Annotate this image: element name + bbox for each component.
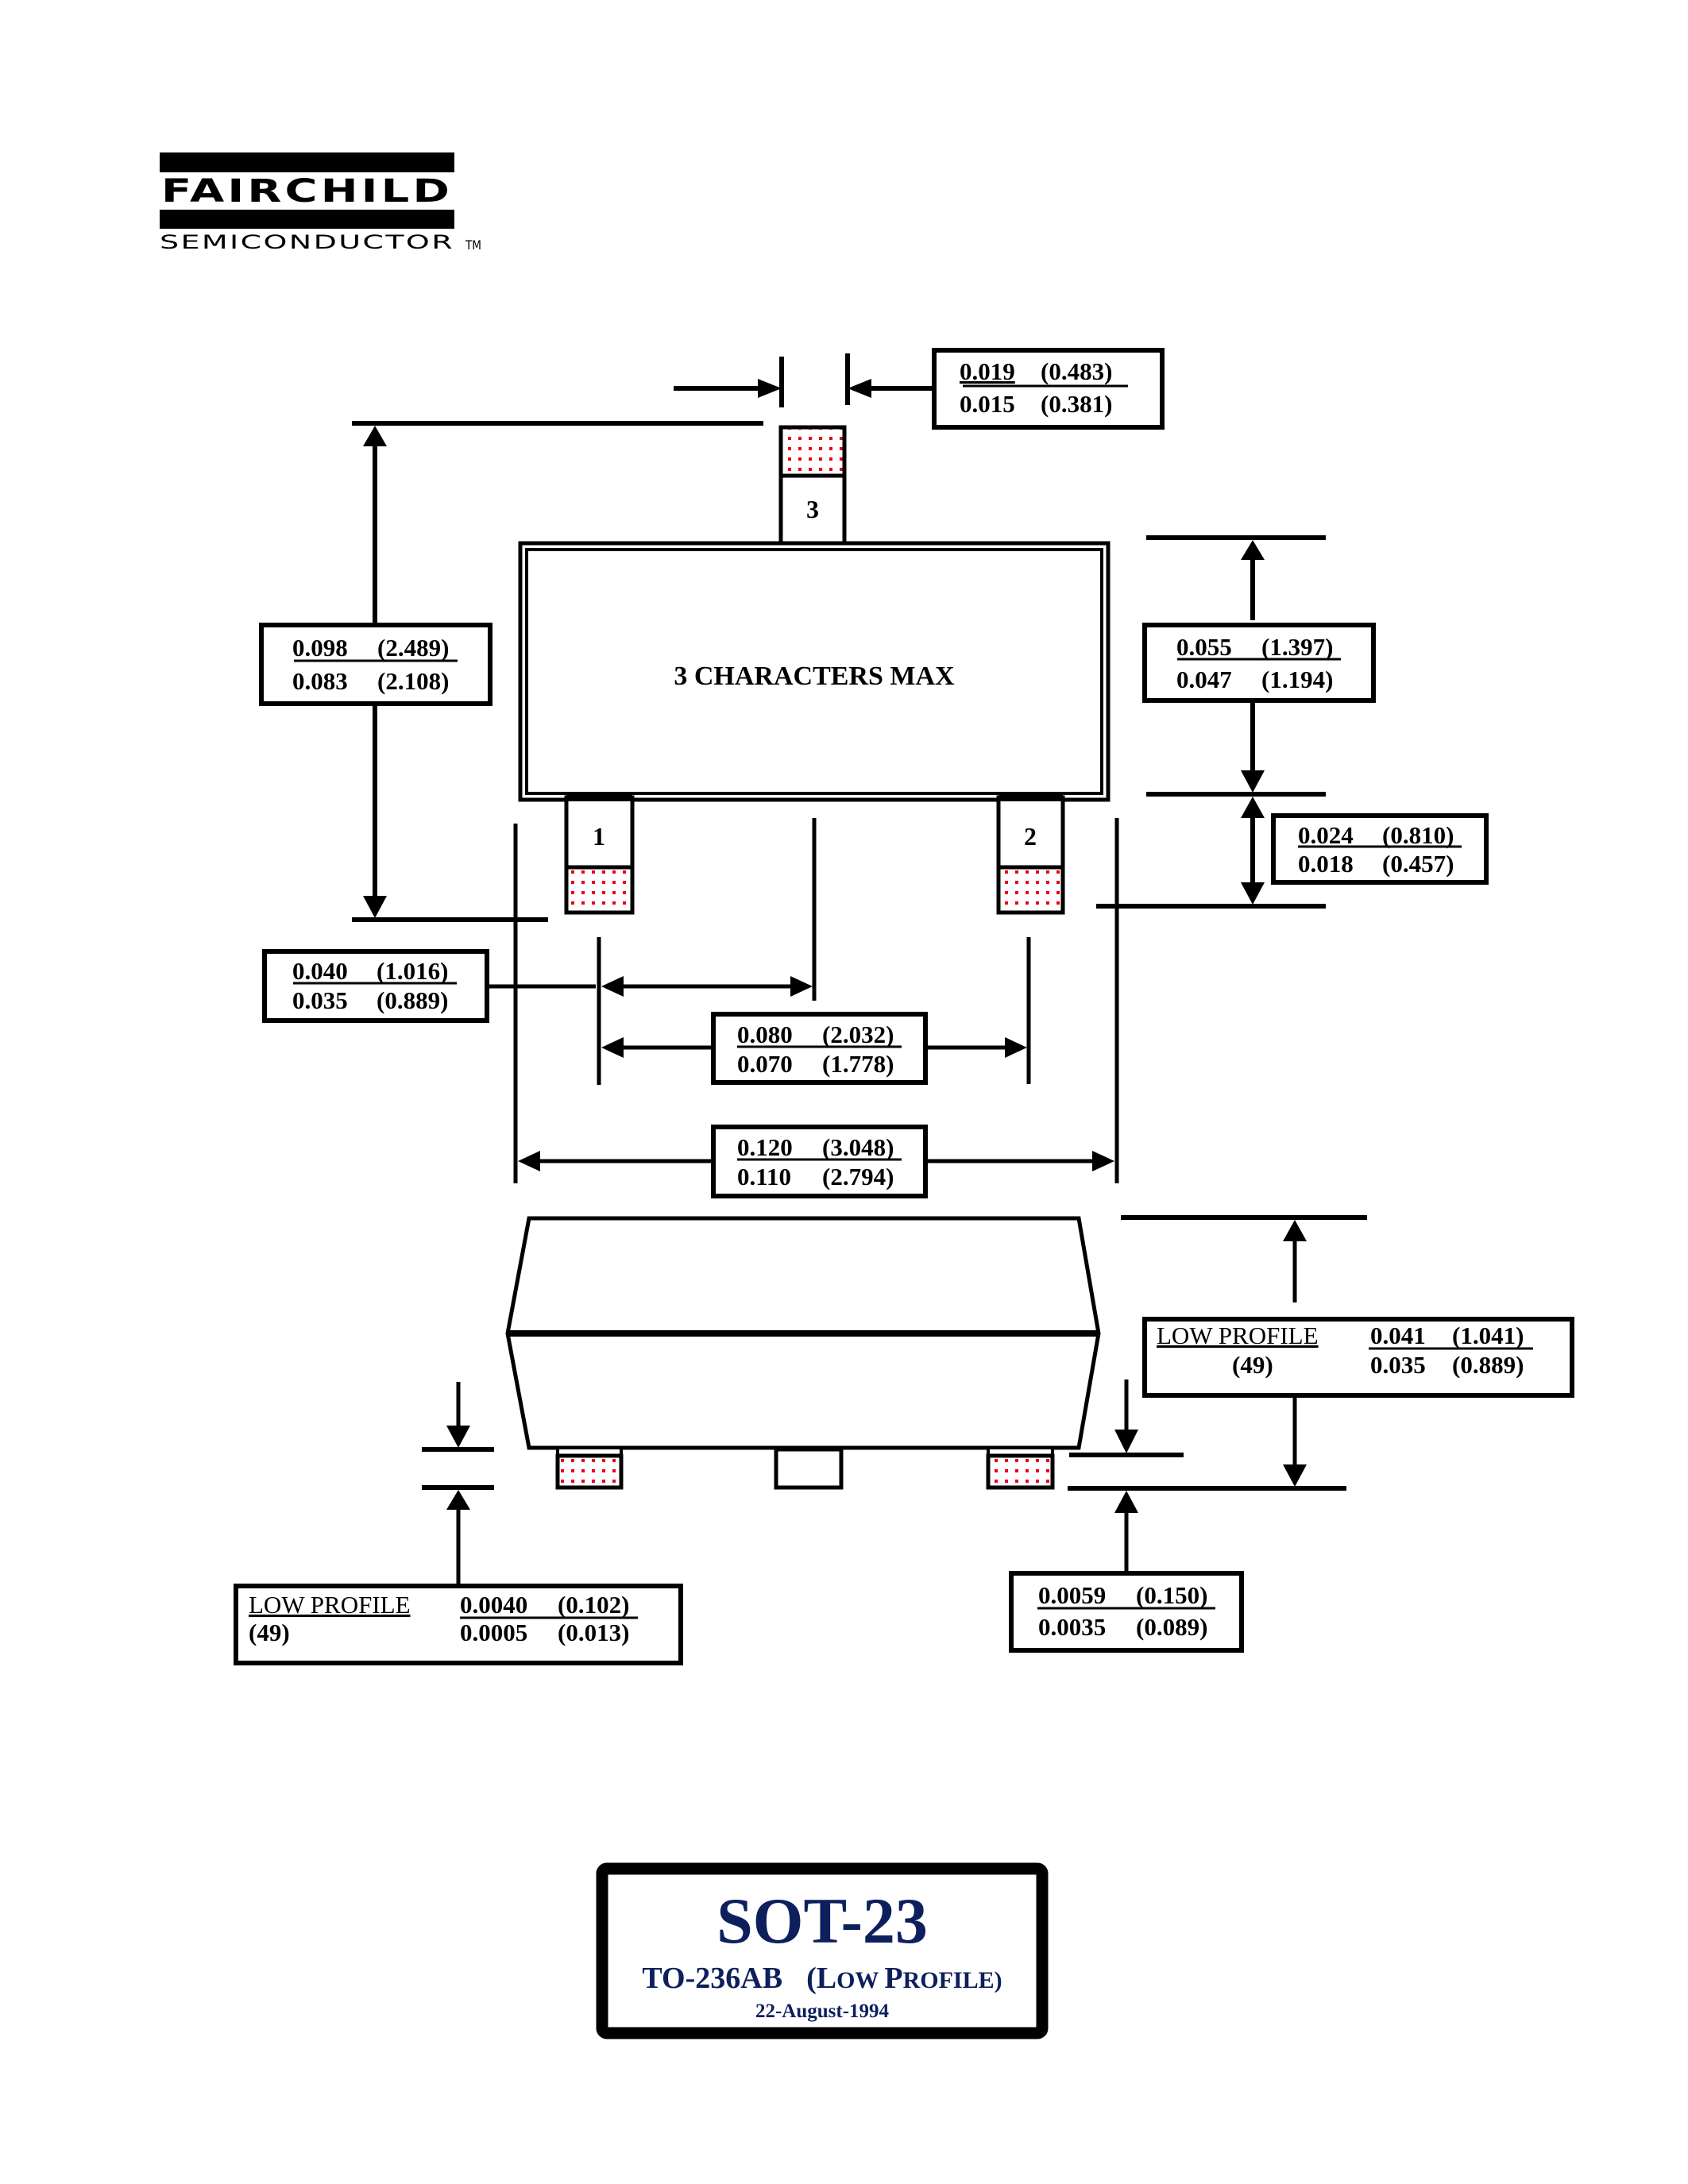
lead-width-min: 0.015 xyxy=(960,390,1015,418)
pin-1-lead-finish xyxy=(564,865,635,915)
lead-to-center-max-mm: (1.016) xyxy=(377,957,448,985)
pin-2-number: 2 xyxy=(1024,822,1037,851)
lead-width-min-mm: (0.381) xyxy=(1041,390,1112,418)
lead-to-center-max: 0.040 xyxy=(292,957,348,985)
lead-length-min-mm: (0.457) xyxy=(1382,850,1454,878)
lead-pitch-min: 0.070 xyxy=(737,1050,793,1078)
standoff-sublabel: (49) xyxy=(249,1619,290,1646)
revision-date: 22-August-1994 xyxy=(755,2001,890,2022)
pin-3: 3 xyxy=(778,425,847,546)
overall-height-min-mm: (2.108) xyxy=(377,667,449,695)
lead-thickness-min: 0.0035 xyxy=(1038,1613,1106,1641)
dim-body-width: 0.055 (1.397) 0.047 (1.194) xyxy=(1142,535,1376,797)
package-height-label: LOW PROFILE xyxy=(1157,1322,1319,1349)
logo-subtitle: SEMICONDUCTOR xyxy=(160,231,454,253)
dim-lead-to-center: 0.040 (1.016) 0.035 (0.889) xyxy=(262,949,813,1023)
pin-2: 2 xyxy=(996,795,1065,915)
pin-2-lead-finish xyxy=(996,865,1065,915)
package-height-min-mm: (0.889) xyxy=(1452,1351,1524,1379)
side-lead-right xyxy=(986,1453,1055,1490)
top-view: 3 3 CHARACTERS MAX 1 2 xyxy=(259,348,1489,1198)
pin-1-joint xyxy=(566,795,632,801)
lead-to-center-min-mm: (0.889) xyxy=(377,986,448,1014)
dim-lead-pitch: 0.080 (2.032) 0.070 (1.778) xyxy=(601,1012,1027,1085)
overall-height-max-mm: (2.489) xyxy=(377,634,449,662)
package-body-top: 3 CHARACTERS MAX xyxy=(518,541,1111,802)
body-width-min: 0.047 xyxy=(1176,666,1232,693)
body-width-max-mm: (1.397) xyxy=(1261,633,1333,661)
pin-3-number: 3 xyxy=(806,495,819,523)
dim-lead-width: 0.019 (0.483) 0.015 (0.381) xyxy=(674,348,1165,430)
pin-3-lead-finish xyxy=(778,425,847,478)
package-variant: TO-236AB (LOW PROFILE) xyxy=(642,1962,1002,1995)
lead-pitch-max: 0.080 xyxy=(737,1021,793,1048)
lead-pitch-min-mm: (1.778) xyxy=(822,1050,894,1078)
dim-box-body-width xyxy=(1142,623,1376,703)
logo-bottom-bar xyxy=(160,210,454,229)
standoff-max: 0.0040 xyxy=(460,1591,527,1619)
standoff-max-mm: (0.102) xyxy=(558,1591,629,1619)
standoff-min-mm: (0.013) xyxy=(558,1619,629,1646)
side-view: LOW PROFILE (49) 0.041 (1.041) 0.035 (0.… xyxy=(234,1215,1574,1665)
title-block-frame xyxy=(596,1862,1049,2039)
dim-standoff: LOW PROFILE (49) 0.0040 (0.102) 0.0005 (… xyxy=(234,1382,683,1665)
lead-thickness-min-mm: (0.089) xyxy=(1136,1613,1207,1641)
dim-box-lead-width xyxy=(932,348,1165,430)
dim-box-lead-thickness xyxy=(1009,1571,1244,1653)
dim-lead-thickness: 0.0059 (0.150) 0.0035 (0.089) xyxy=(1009,1379,1346,1653)
lead-pitch-max-mm: (2.032) xyxy=(822,1021,894,1048)
lead-length-max-mm: (0.810) xyxy=(1382,821,1454,849)
dim-box-overall-height xyxy=(259,623,492,706)
lead-to-center-min: 0.035 xyxy=(292,986,348,1014)
standoff-label: LOW PROFILE xyxy=(249,1591,411,1619)
body-inner-outline xyxy=(525,548,1103,795)
dim-box-package-height xyxy=(1142,1317,1574,1398)
pin-1-number: 1 xyxy=(593,822,605,851)
logo-trademark: TM xyxy=(465,237,481,253)
package-height-max: 0.041 xyxy=(1370,1322,1426,1349)
lead-length-min: 0.018 xyxy=(1298,850,1354,878)
body-outer-outline xyxy=(518,541,1111,802)
body-length-min-mm: (2.794) xyxy=(822,1163,894,1190)
jedec-designation: TO-236AB xyxy=(642,1962,782,1995)
package-height-min: 0.035 xyxy=(1370,1351,1426,1379)
variant-paren-l: (L xyxy=(806,1962,836,1995)
lead-width-max: 0.019 xyxy=(960,357,1015,385)
fairchild-logo: FAIRCHILD SEMICONDUCTOR TM xyxy=(160,152,481,253)
variant-ow: OW xyxy=(836,1967,884,1993)
dim-box-lead-length xyxy=(1271,813,1489,885)
overall-height-max: 0.098 xyxy=(292,634,348,662)
pin-1: 1 xyxy=(564,795,635,915)
body-width-min-mm: (1.194) xyxy=(1261,666,1333,693)
dim-box-standoff xyxy=(234,1584,683,1665)
dim-box-lead-to-center xyxy=(262,949,489,1023)
dim-overall-height: 0.098 (2.489) 0.083 (2.108) xyxy=(259,421,763,922)
package-height-max-mm: (1.041) xyxy=(1452,1322,1524,1349)
lead-length-max: 0.024 xyxy=(1298,821,1354,849)
dim-package-height: LOW PROFILE (49) 0.041 (1.041) 0.035 (0.… xyxy=(1121,1215,1574,1487)
body-width-max: 0.055 xyxy=(1176,633,1232,661)
standoff-min: 0.0005 xyxy=(460,1619,527,1646)
variant-rofile: ROFILE) xyxy=(903,1967,1002,1993)
side-lead-center xyxy=(774,1447,844,1490)
side-lead-left xyxy=(555,1453,624,1490)
lead-thickness-max: 0.0059 xyxy=(1038,1581,1106,1609)
body-length-max-mm: (3.048) xyxy=(822,1133,894,1161)
body-marking-label: 3 CHARACTERS MAX xyxy=(674,662,955,691)
logo-top-bar xyxy=(160,152,454,172)
pin-2-joint xyxy=(999,795,1063,801)
lead-width-max-mm: (0.483) xyxy=(1041,357,1112,385)
variant-p: P xyxy=(884,1962,902,1995)
body-length-min: 0.110 xyxy=(737,1163,791,1190)
logo-brand: FAIRCHILD xyxy=(161,173,453,210)
package-name: SOT-23 xyxy=(717,1885,928,1957)
package-height-sublabel: (49) xyxy=(1232,1351,1273,1379)
lead-thickness-max-mm: (0.150) xyxy=(1136,1581,1207,1609)
dim-body-length: 0.120 (3.048) 0.110 (2.794) xyxy=(518,1125,1114,1198)
title-block: SOT-23 TO-236AB (LOW PROFILE) 22-August-1… xyxy=(596,1862,1049,2039)
overall-height-min: 0.083 xyxy=(292,667,348,695)
dim-lead-length: 0.024 (0.810) 0.018 (0.457) xyxy=(1096,797,1489,909)
body-length-max: 0.120 xyxy=(737,1133,793,1161)
